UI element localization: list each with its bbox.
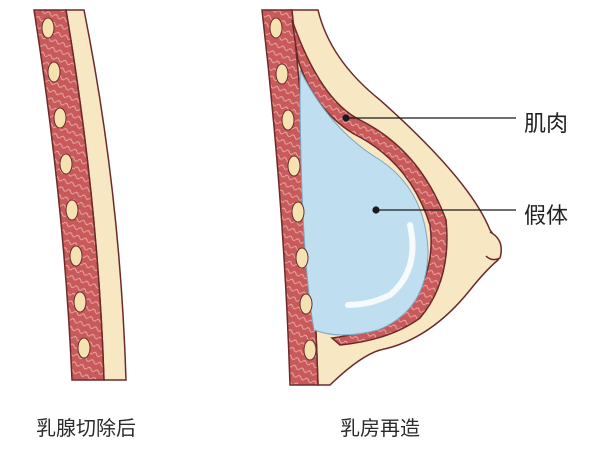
rib-cell: [53, 107, 67, 129]
muscle-layer: [33, 9, 105, 381]
caption-breast-reconstruction: 乳房再造: [340, 416, 420, 440]
breast-reconstruction: [261, 9, 502, 386]
muscle-leader-dot: [342, 114, 350, 122]
rib-cell: [275, 63, 289, 85]
implant-leader-dot: [372, 206, 380, 214]
rib-cell: [69, 245, 83, 267]
chest-wall-after-mastectomy: [33, 9, 127, 381]
pectoral-muscle: [291, 19, 448, 346]
rib-cell: [269, 17, 283, 39]
caption-after-mastectomy: 乳腺切除后: [36, 416, 136, 440]
rib-cell: [303, 339, 317, 361]
rib-cell: [73, 291, 87, 313]
muscle-label: 肌肉: [524, 112, 569, 137]
rib-cell: [299, 293, 313, 315]
rib-cell: [65, 199, 79, 221]
rib-cells-right: [269, 17, 317, 361]
rib-cell: [291, 201, 305, 223]
rib-cell: [77, 337, 91, 359]
rib-cell: [59, 153, 73, 175]
rib-cells: [41, 17, 91, 359]
implant-highlight: [345, 222, 416, 308]
rib-cell: [41, 17, 55, 39]
rib-cell: [295, 247, 309, 269]
implant-label: 假体: [524, 204, 569, 229]
rib-cell: [47, 61, 61, 83]
leader-lines: [342, 114, 516, 214]
rib-cell: [287, 155, 301, 177]
rib-cell: [281, 109, 295, 131]
nipple: [485, 231, 502, 261]
